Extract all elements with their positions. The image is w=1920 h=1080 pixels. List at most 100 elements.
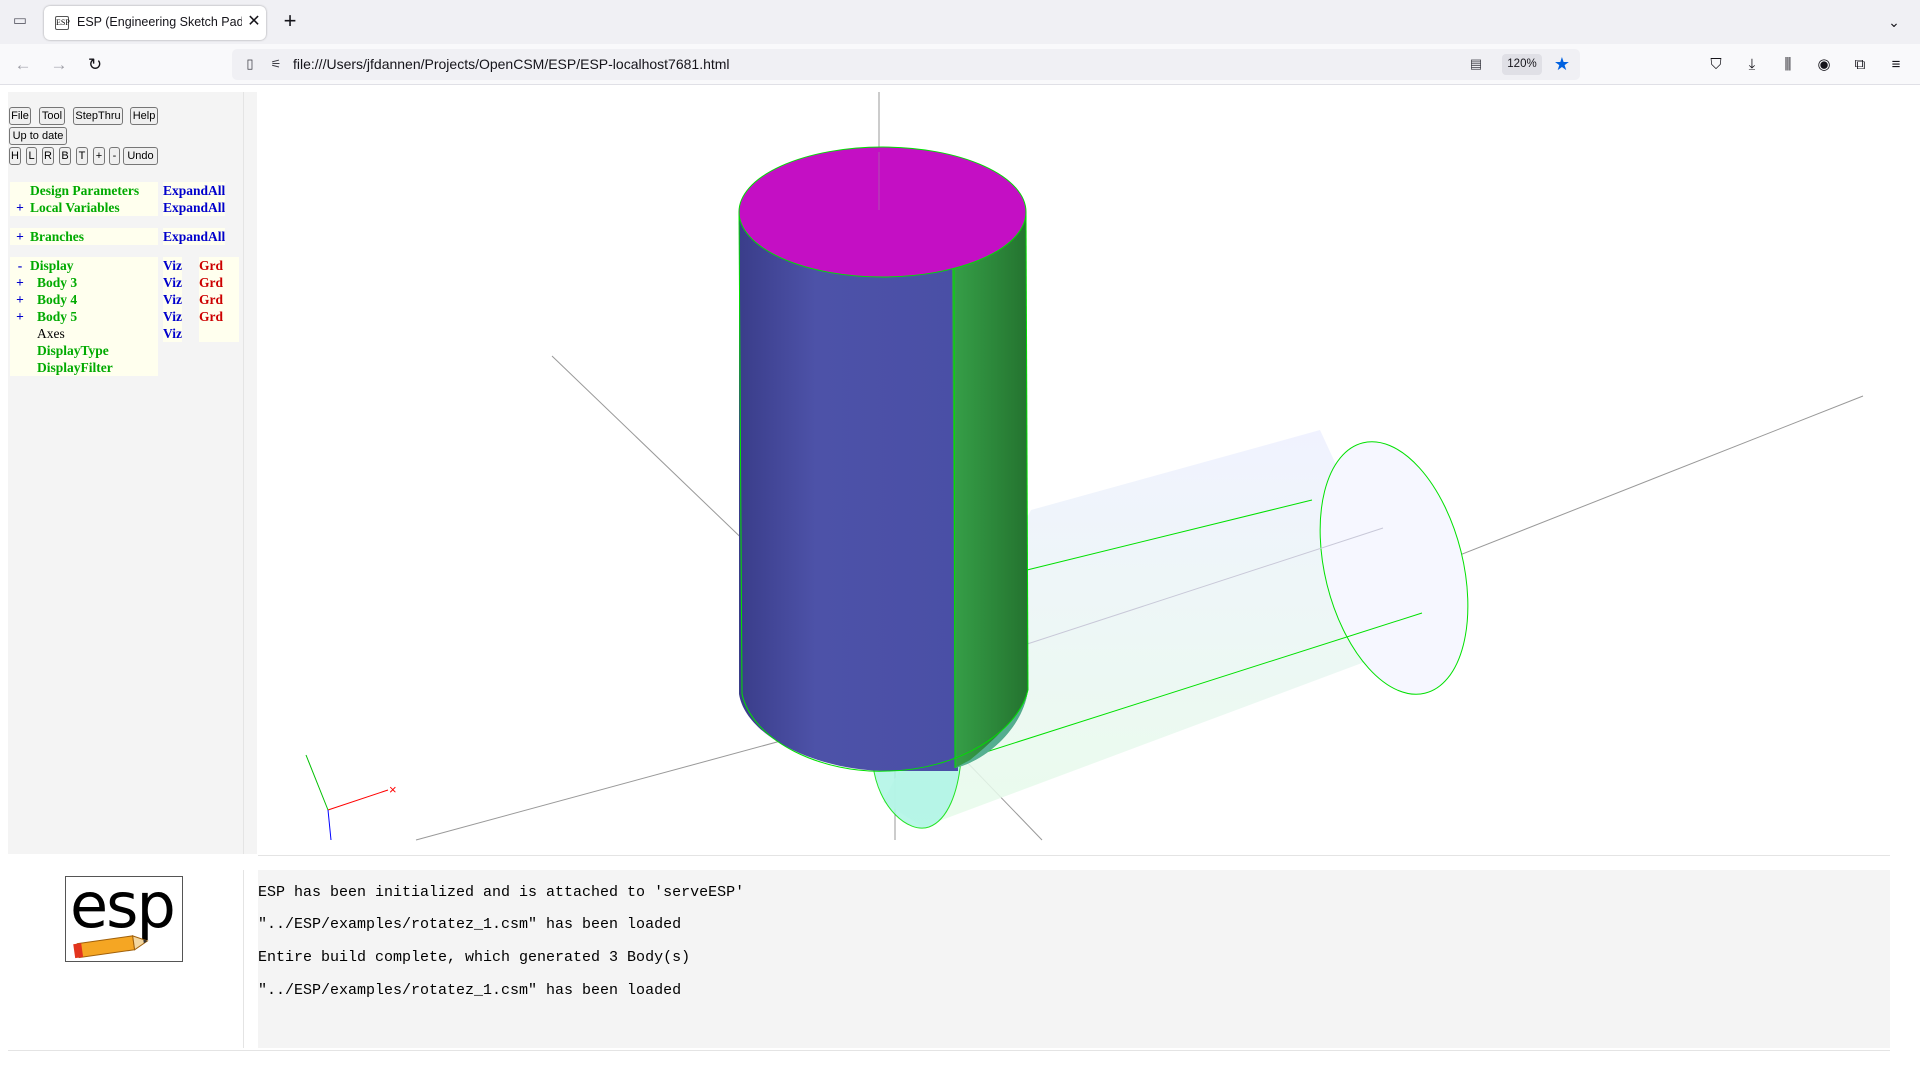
design-parameters-expandall[interactable]: ExpandAll	[163, 182, 226, 199]
view-left-button[interactable]: L	[26, 147, 37, 165]
tree-sign-blank	[10, 325, 30, 342]
extensions-icon[interactable]: ⧉	[1854, 56, 1866, 73]
display-collapse-toggle[interactable]: -	[10, 257, 30, 274]
panel-divider[interactable]	[243, 92, 244, 854]
branches-expandall[interactable]: ExpandAll	[163, 228, 226, 245]
new-tab-icon[interactable]: +	[283, 8, 297, 33]
tree-sign-blank	[10, 182, 30, 199]
graphics-canvas[interactable]: ×	[258, 92, 1890, 842]
esp-logo: esp	[65, 869, 183, 962]
tree-row-display-filter: DisplayFilter	[8, 359, 240, 376]
triad-z-axis	[327, 809, 332, 841]
page-icon[interactable]: ▯	[246, 56, 254, 71]
local-variables-expandall[interactable]: ExpandAll	[163, 199, 226, 216]
body-5-label[interactable]: Body 5	[30, 308, 158, 325]
local-variables-expand-toggle[interactable]: +	[10, 199, 30, 216]
tab-list-chevron-icon[interactable]: ⌄	[1888, 14, 1900, 30]
tab-overview-icon[interactable]: ▭	[12, 12, 28, 29]
pencil-icon	[73, 935, 149, 959]
message-window[interactable]: ESP has been initialized and is attached…	[258, 870, 1890, 1048]
display-filter-label[interactable]: DisplayFilter	[30, 359, 158, 376]
vertical-cylinder-edge	[1025, 211, 1029, 691]
navigation-bar: ← → ↻ ▯ ⚟ file:///Users/jfdannen/Project…	[0, 44, 1920, 85]
download-icon[interactable]: ⤓	[1748, 56, 1756, 73]
message-line: "../ESP/examples/rotatez_1.csm" has been…	[258, 916, 682, 933]
left-panel: File Tool StepThru Help Up to date H L R…	[8, 92, 257, 854]
zoom-in-button[interactable]: +	[93, 147, 105, 165]
triad-x-axis	[327, 789, 389, 811]
local-variables-label[interactable]: Local Variables	[30, 199, 158, 216]
vertical-cylinder-bottom-edge	[741, 689, 1029, 772]
body-3-grd-toggle[interactable]: Grd	[199, 274, 239, 291]
panel-divider[interactable]	[8, 1050, 1890, 1051]
view-right-button[interactable]: R	[42, 147, 54, 165]
url-text[interactable]: file:///Users/jfdannen/Projects/OpenCSM/…	[293, 56, 730, 72]
hamburger-menu-icon[interactable]: ≡	[1891, 56, 1901, 73]
display-grd-toggle[interactable]: Grd	[199, 257, 239, 274]
tree-row-local-variables: + Local Variables ExpandAll	[8, 199, 240, 216]
stepthru-button[interactable]: StepThru	[73, 107, 123, 125]
body-3-label[interactable]: Body 3	[30, 274, 158, 291]
permissions-icon[interactable]: ⚟	[270, 57, 282, 71]
undo-button[interactable]: Undo	[123, 147, 158, 165]
pocket-icon[interactable]: ⛉	[1710, 56, 1722, 73]
horizontal-cylinder-end-cap	[1319, 441, 1469, 695]
axes-viz-toggle[interactable]: Viz	[163, 325, 182, 342]
tab-bar: ▭ ESP ESP (Engineering Sketch Pad, V ✕ +…	[0, 0, 1920, 44]
account-icon[interactable]: ◉	[1817, 56, 1831, 73]
zoom-level-badge[interactable]: 120%	[1502, 54, 1542, 75]
view-top-button[interactable]: T	[76, 147, 88, 165]
body-4-viz-toggle[interactable]: Viz	[163, 291, 182, 308]
reader-view-icon[interactable]: ▤	[1469, 56, 1483, 71]
body-5-expand-toggle[interactable]: +	[10, 308, 30, 325]
body-5-viz-toggle[interactable]: Viz	[163, 308, 182, 325]
body-3-viz-toggle[interactable]: Viz	[163, 274, 182, 291]
tree-row-branches: + Branches ExpandAll	[8, 228, 240, 245]
library-icon[interactable]: ⫼	[1784, 56, 1792, 73]
branches-expand-toggle[interactable]: +	[10, 228, 30, 245]
back-arrow-icon[interactable]: ←	[14, 55, 32, 74]
tree-row-body: + Body 4 Viz Grd	[8, 291, 240, 308]
horizontal-cylinder-edge	[1026, 499, 1313, 571]
horizontal-cylinder-near-cap	[872, 759, 962, 829]
tree-row-display: - Display Viz Grd	[8, 257, 240, 274]
panel-divider[interactable]	[258, 855, 1890, 856]
branches-label[interactable]: Branches	[30, 228, 158, 245]
body-4-label[interactable]: Body 4	[30, 291, 158, 308]
tree-row-body: + Body 5 Viz Grd	[8, 308, 240, 325]
display-viz-toggle[interactable]: Viz	[163, 257, 182, 274]
triad-y-axis	[305, 754, 329, 811]
bookmark-star-icon[interactable]: ★	[1553, 54, 1571, 74]
panel-divider[interactable]	[243, 870, 244, 1048]
body-4-grd-toggle[interactable]: Grd	[199, 291, 239, 308]
display-label[interactable]: Display	[30, 257, 158, 274]
body-5-grd-toggle[interactable]: Grd	[199, 308, 239, 325]
message-line: Entire build complete, which generated 3…	[258, 949, 691, 966]
zoom-out-button[interactable]: -	[109, 147, 120, 165]
tool-button[interactable]: Tool	[39, 107, 65, 125]
close-tab-icon[interactable]: ✕	[247, 13, 261, 30]
vertical-cylinder-edge	[953, 261, 956, 769]
y-axis-line	[551, 355, 757, 553]
message-line: "../ESP/examples/rotatez_1.csm" has been…	[258, 982, 682, 999]
body-3-expand-toggle[interactable]: +	[10, 274, 30, 291]
vertical-cylinder-side	[739, 212, 958, 771]
vertical-cylinder-edge	[738, 211, 743, 695]
body-4-expand-toggle[interactable]: +	[10, 291, 30, 308]
forward-arrow-icon[interactable]: →	[50, 55, 68, 74]
design-parameters-label[interactable]: Design Parameters	[30, 182, 158, 199]
view-bottom-button[interactable]: B	[59, 147, 71, 165]
address-bar[interactable]: ▯ ⚟ file:///Users/jfdannen/Projects/Open…	[232, 49, 1580, 80]
reload-icon[interactable]: ↻	[87, 55, 103, 74]
display-type-label[interactable]: DisplayType	[30, 342, 158, 359]
browser-tab[interactable]: ESP ESP (Engineering Sketch Pad, V ✕	[44, 6, 266, 40]
build-status-button[interactable]: Up to date	[9, 127, 67, 145]
horizontal-cylinder-seam	[1017, 527, 1384, 648]
3d-scene[interactable]: ×	[258, 92, 1890, 842]
triad-x-label: ×	[389, 782, 397, 797]
file-button[interactable]: File	[9, 107, 31, 125]
tree-row-axes: Axes Viz	[8, 325, 240, 342]
tree-row-body: + Body 3 Viz Grd	[8, 274, 240, 291]
view-home-button[interactable]: H	[9, 147, 21, 165]
help-button[interactable]: Help	[130, 107, 158, 125]
